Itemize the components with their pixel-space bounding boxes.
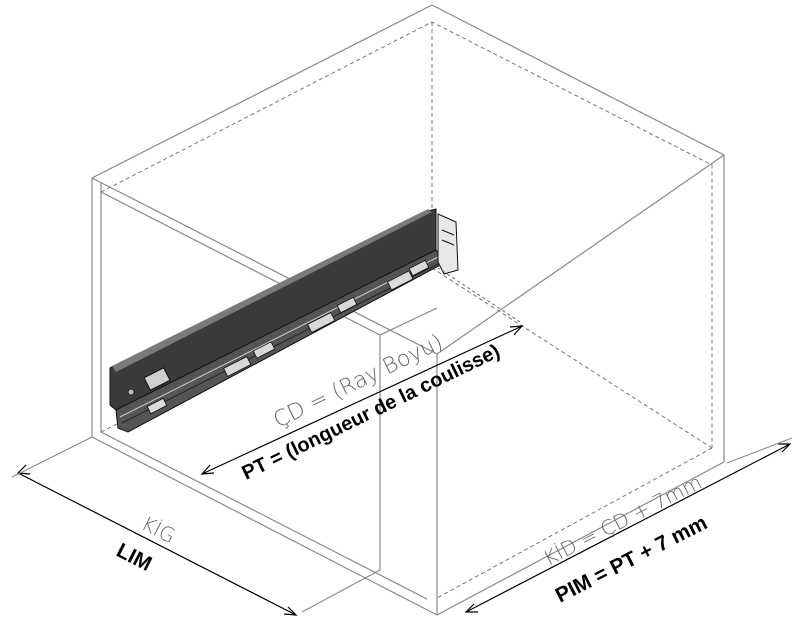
drawer-rail xyxy=(109,208,459,433)
rail-brackets xyxy=(146,259,430,415)
rail-lock-clip xyxy=(143,367,171,391)
rail-screw xyxy=(127,388,135,396)
rear-bracket xyxy=(437,213,459,275)
width-dimension xyxy=(11,436,381,616)
depth-dimension xyxy=(464,437,792,613)
width-label-tr: KİG xyxy=(138,511,180,548)
width-label-fr: LIM xyxy=(113,539,156,576)
rail-length-dimension xyxy=(200,267,524,475)
